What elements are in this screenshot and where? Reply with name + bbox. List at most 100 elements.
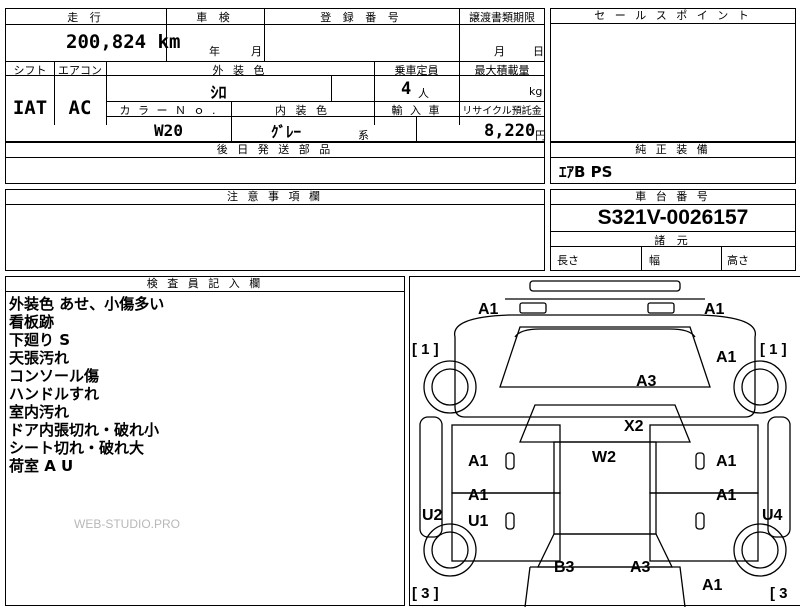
width-label: 幅 — [649, 254, 660, 267]
interior-color-suffix: 系 — [358, 129, 369, 142]
capacity-value: 4 — [401, 79, 412, 99]
inspector-note: ハンドルすれ — [9, 385, 100, 403]
hood — [499, 326, 711, 388]
rear-door-right — [649, 492, 759, 562]
mileage-header: 走 行 — [67, 11, 105, 24]
transfer-month: 月 — [494, 45, 505, 58]
wheel-rear-right — [733, 523, 787, 577]
registration-header: 登 録 番 号 — [320, 11, 403, 24]
chassis-number: S321V-0026157 — [597, 206, 749, 229]
exterior-color-header: 外 装 色 — [212, 64, 268, 77]
damage-mark-front-door-left: A1 — [468, 453, 489, 470]
height-label: 高さ — [727, 254, 749, 267]
front-body — [454, 314, 756, 418]
headlight-left — [519, 302, 547, 314]
length-label: 長さ — [557, 254, 579, 267]
transfer-day: 日 — [533, 45, 544, 58]
rear-body — [524, 566, 686, 607]
mileage-value: 200,824 km — [66, 31, 181, 53]
sales-point-header: セ ー ル ス ポ イ ン ト — [551, 9, 795, 24]
transfer-deadline-header: 譲渡書類期限 — [469, 11, 535, 24]
inspector-note: ドア内張切れ・破れ小 — [9, 421, 160, 439]
recycle-unit: 円 — [535, 129, 546, 142]
inspector-note: 天張汚れ — [9, 349, 70, 367]
wheel-rear-left — [423, 523, 477, 577]
aircon-header: エアコン — [58, 64, 102, 77]
bracket-left-bottom: [ 3 ] — [412, 585, 439, 602]
windshield — [519, 404, 691, 443]
inspection-year: 年 — [209, 45, 220, 58]
inspection-header: 車 検 — [196, 11, 234, 24]
color-no-header: カ ラ ー Ｎ ｏ . — [119, 104, 218, 117]
recycle-header: リサイクル預託金 — [462, 106, 542, 117]
rear-door-left — [451, 492, 561, 562]
inspector-note: 室内汚れ — [9, 403, 70, 421]
side-strip-right — [767, 416, 791, 538]
color-no-value: W20 — [154, 121, 183, 140]
damage-mark-rear-door-right: A1 — [716, 487, 737, 504]
sales-point-section: セ ー ル ス ポ イ ン ト — [550, 8, 796, 142]
door-handle — [695, 452, 705, 470]
parts-later-header: 後 日 発 送 部 品 — [6, 143, 544, 158]
car-diagram: A1 A1 [ 1 ] [ 1 ] A1 A3 X2 W2 A1 A1 A1 A… — [409, 276, 800, 607]
damage-mark-roof: W2 — [592, 449, 616, 466]
damage-mark-hood: A3 — [636, 373, 657, 390]
parts-later-section: 後 日 発 送 部 品 — [5, 142, 545, 184]
front-bumper — [529, 280, 681, 292]
bracket-left-top: [ 1 ] — [412, 341, 439, 358]
watermark: WEB-STUDIO.PRO — [74, 517, 181, 531]
aircon-value: AC — [68, 97, 92, 119]
headlight-right — [647, 302, 675, 314]
equipment-value: ｴｱB PS — [559, 163, 613, 181]
inspector-section: 検 査 員 記 入 欄 外装色 あせ、小傷多い 看板跡 下廻り S 天張汚れ コ… — [5, 276, 405, 606]
notes-header: 注 意 事 項 欄 — [6, 190, 544, 205]
damage-mark-fender-right: A1 — [716, 349, 737, 366]
dimensions-header: 諸 元 — [654, 234, 692, 247]
damage-mark-rear-center: A3 — [630, 559, 651, 576]
damage-mark-rear-door-left-u: U1 — [468, 513, 489, 530]
inspection-month: 月 — [251, 45, 262, 58]
chassis-section: 車 台 番 号 S321V-0026157 諸 元 長さ 幅 高さ — [550, 189, 796, 271]
interior-color-value: ｸﾞﾚｰ — [270, 123, 301, 141]
inspector-note: 看板跡 — [9, 313, 55, 331]
chassis-header: 車 台 番 号 — [551, 190, 795, 205]
hood-crease — [514, 328, 696, 338]
wheel-front-left — [423, 360, 477, 414]
main-info-table: 走 行 車 検 登 録 番 号 譲渡書類期限 200,824 km 年 月 月 … — [5, 8, 546, 143]
damage-mark-rear-door-left-a: A1 — [468, 487, 489, 504]
notes-section: 注 意 事 項 欄 — [5, 189, 545, 271]
damage-mark-windshield: X2 — [624, 418, 644, 435]
inspector-note: シート切れ・破れ大 — [9, 439, 145, 457]
bracket-right-top: [ 1 ] — [760, 341, 787, 358]
door-handle — [505, 452, 515, 470]
inspector-note: 下廻り S — [9, 331, 71, 349]
door-handle — [695, 512, 705, 530]
equipment-header: 純 正 装 備 — [551, 143, 795, 158]
damage-mark-front-left: A1 — [478, 301, 499, 318]
inspector-notes-list: 外装色 あせ、小傷多い 看板跡 下廻り S 天張汚れ コンソール傷 ハンドルすれ… — [9, 295, 164, 475]
inspector-note: コンソール傷 — [9, 367, 100, 385]
wheel-front-right — [733, 360, 787, 414]
capacity-header: 乗車定員 — [394, 64, 439, 77]
shift-header: シフト — [13, 64, 47, 77]
inspector-note: 荷室 A U — [9, 457, 74, 475]
damage-mark-side-left: U2 — [422, 507, 443, 524]
damage-mark-rear-right: A1 — [702, 577, 723, 594]
equipment-section: 純 正 装 備 ｴｱB PS — [550, 142, 796, 184]
shift-value: IAT — [12, 97, 48, 119]
recycle-value: 8,220 — [484, 121, 536, 141]
car-outline-svg — [419, 280, 791, 607]
inspector-note: 外装色 あせ、小傷多い — [9, 295, 165, 313]
damage-mark-front-door-right: A1 — [716, 453, 737, 470]
bracket-right-bottom: [ 3 — [770, 585, 788, 602]
door-handle — [505, 512, 515, 530]
max-load-header: 最大積載量 — [474, 64, 530, 77]
import-header: 輸 入 車 — [391, 104, 442, 117]
damage-mark-front-right: A1 — [704, 301, 725, 318]
max-load-unit: kg — [529, 85, 543, 98]
capacity-unit: 人 — [418, 87, 429, 100]
interior-color-header: 内 装 色 — [275, 104, 330, 117]
damage-mark-side-right: U4 — [762, 507, 783, 524]
inspector-header: 検 査 員 記 入 欄 — [6, 277, 404, 292]
damage-mark-rear-left: B3 — [554, 559, 575, 576]
